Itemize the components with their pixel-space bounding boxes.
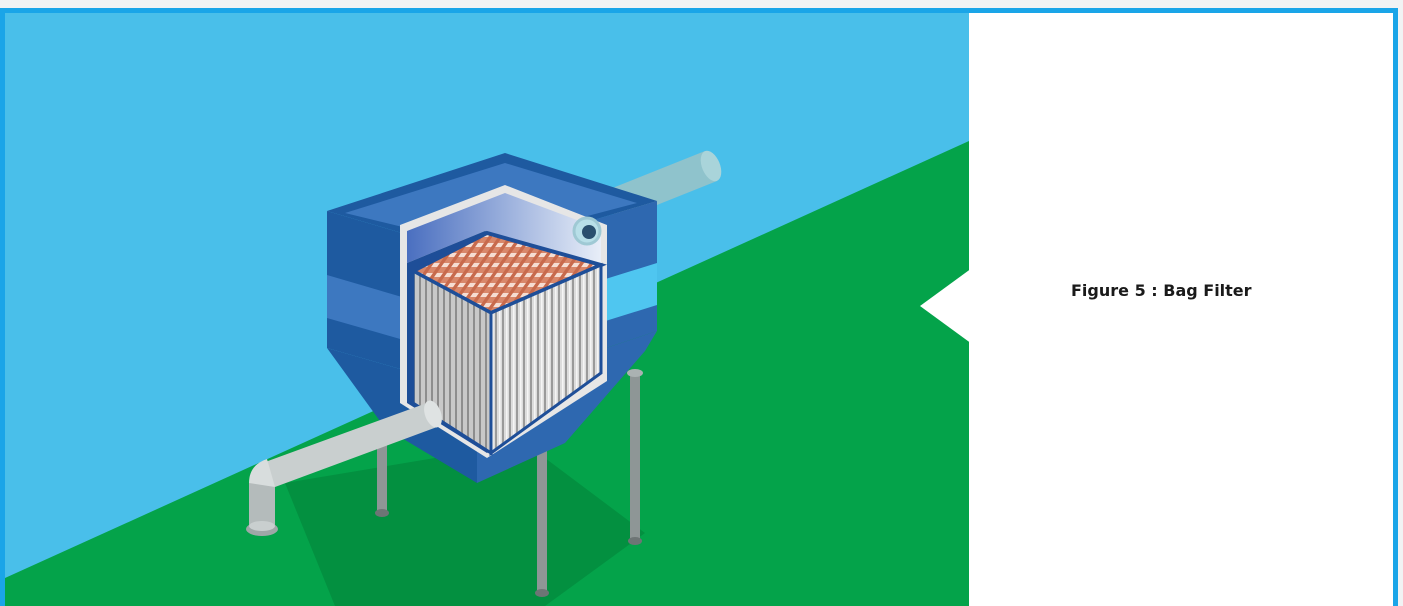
bag-filter-illustration [5,13,969,606]
bag-filter-icon [5,13,969,606]
caption-pointer-arrow [920,268,972,344]
figure-caption: Figure 5 : Bag Filter [1071,281,1252,300]
figure-frame: Figure 5 : Bag Filter [0,8,1398,606]
caption-panel: Figure 5 : Bag Filter [969,13,1393,606]
